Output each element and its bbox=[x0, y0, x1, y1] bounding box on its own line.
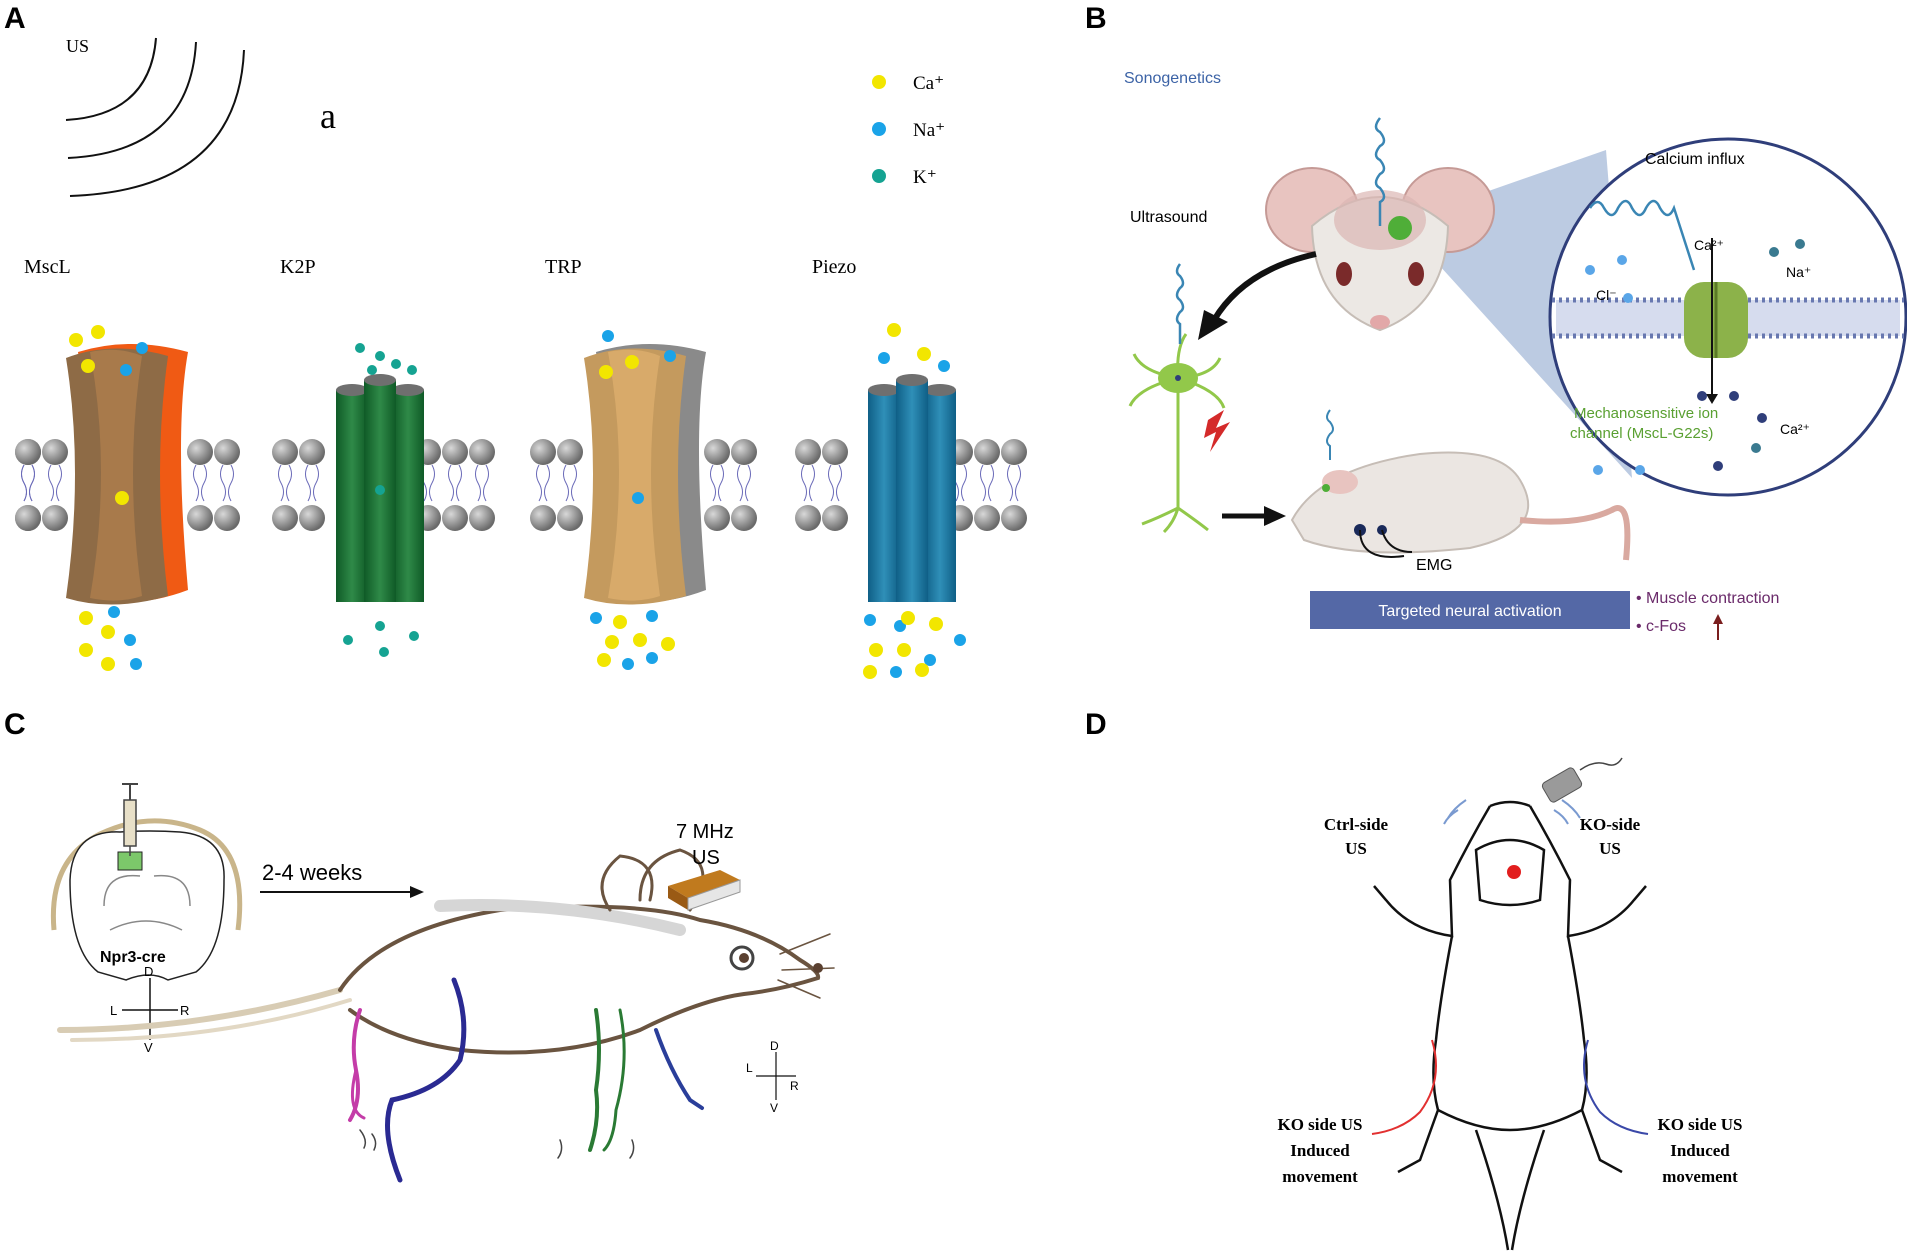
legend-ca-dot bbox=[872, 75, 886, 89]
movement-right-icon bbox=[1583, 1039, 1649, 1135]
us-label: US bbox=[66, 36, 89, 56]
movement-left-icon bbox=[1371, 1039, 1437, 1135]
ion-dots bbox=[69, 323, 966, 679]
dir-d-right: D bbox=[770, 1039, 779, 1053]
us-transducer-icon bbox=[668, 870, 741, 911]
compass-right-icon bbox=[756, 1052, 796, 1100]
ultrasound-wave-icon bbox=[1588, 199, 1696, 271]
panel-a-letter: A bbox=[4, 2, 26, 35]
legend-k-label: K⁺ bbox=[913, 167, 937, 188]
ultrasound-wave-head-icon bbox=[1374, 117, 1386, 226]
compass-left-icon bbox=[122, 978, 178, 1040]
us-label-c: US bbox=[692, 847, 720, 869]
channel-name-line1: Mechanosensitive ion bbox=[1574, 405, 1718, 422]
transducer-d-icon bbox=[1541, 757, 1623, 803]
channel-label-piezo: Piezo bbox=[812, 256, 856, 278]
piezo-channel bbox=[868, 374, 956, 602]
rat-drawing-icon bbox=[57, 848, 835, 1183]
left-movement-line3: movement bbox=[1282, 1167, 1358, 1186]
legend-k-dot bbox=[872, 169, 886, 183]
legend-na-label: Na⁺ bbox=[913, 120, 945, 141]
channel-label-trp: TRP bbox=[545, 256, 582, 278]
mscl-channel bbox=[66, 344, 188, 605]
freq-label: 7 MHz bbox=[676, 821, 734, 843]
us-waves-d-icon bbox=[1443, 799, 1581, 825]
panel-c-letter: C bbox=[4, 708, 26, 741]
target-site-icon bbox=[1507, 865, 1521, 879]
weeks-label: 2-4 weeks bbox=[262, 860, 362, 885]
npr3-cre-label: Npr3-cre bbox=[100, 949, 166, 966]
ultrasound-waves-icon bbox=[65, 37, 245, 197]
ctrl-us-label: US bbox=[1345, 839, 1367, 858]
trp-channel bbox=[584, 344, 706, 605]
targeted-activation-bar bbox=[1310, 591, 1630, 629]
channel-label-mscl: MscL bbox=[24, 256, 71, 278]
dir-d-left: D bbox=[144, 964, 153, 979]
dir-l-right: L bbox=[746, 1061, 753, 1075]
ko-side-label: KO-side bbox=[1580, 815, 1641, 834]
dir-v-right: V bbox=[770, 1101, 778, 1115]
lightning-icon bbox=[1204, 410, 1230, 452]
zoom-circle: Calcium influx Ca²⁺ Na⁺ Cl⁻ Mechanosensi… bbox=[1548, 137, 1907, 497]
na-label: Na⁺ bbox=[1786, 264, 1811, 280]
panel-d: Ctrl-side US KO-side US KO side US Induc… bbox=[1277, 757, 1743, 1251]
targeted-activation-label: Targeted neural activation bbox=[1378, 603, 1561, 620]
panel-a: US a Ca⁺ Na⁺ K⁺ MscL K2P TRP Piezo bbox=[14, 36, 1028, 679]
brain-target-icon bbox=[1388, 216, 1412, 240]
right-movement-line2: Induced bbox=[1670, 1141, 1730, 1160]
right-movement-line1: KO side US bbox=[1657, 1115, 1742, 1134]
mouse-body-icon bbox=[1290, 409, 1631, 561]
neuron-icon bbox=[1128, 333, 1226, 534]
panel-d-letter: D bbox=[1085, 708, 1107, 741]
outcome-muscle: • Muscle contraction bbox=[1636, 590, 1779, 607]
dir-v-left: V bbox=[144, 1040, 153, 1055]
left-movement-line1: KO side US bbox=[1277, 1115, 1362, 1134]
curved-arrow-icon bbox=[1211, 251, 1317, 322]
calcium-influx-label: Calcium influx bbox=[1645, 151, 1745, 168]
mouse-outline-icon bbox=[1373, 800, 1647, 1251]
ultrasound-label: Ultrasound bbox=[1130, 209, 1207, 226]
emg-label: EMG bbox=[1416, 557, 1452, 574]
k2p-channel bbox=[336, 374, 424, 602]
dir-r-left: R bbox=[180, 1003, 189, 1018]
brain-section-icon bbox=[50, 783, 243, 981]
channel-label-k2p: K2P bbox=[280, 256, 316, 278]
panel-c: Npr3-cre D V L R 2-4 weeks bbox=[50, 783, 835, 1183]
legend-na-dot bbox=[872, 122, 886, 136]
dir-l-left: L bbox=[110, 1003, 117, 1018]
panel-b-letter: B bbox=[1085, 2, 1107, 35]
legend-ca-label: Ca⁺ bbox=[913, 73, 944, 94]
outcome-cfos: • c-Fos bbox=[1636, 618, 1686, 635]
ion-legend: Ca⁺ Na⁺ K⁺ bbox=[872, 73, 945, 188]
ca-bottom-label: Ca²⁺ bbox=[1780, 421, 1810, 437]
panel-b: Sonogenetics Ultrasound Calcium influx C… bbox=[1124, 70, 1907, 640]
right-movement-line3: movement bbox=[1662, 1167, 1738, 1186]
mouse-head-icon bbox=[1265, 117, 1495, 332]
cl-label: Cl⁻ bbox=[1596, 287, 1617, 303]
ca-top-label: Ca²⁺ bbox=[1694, 237, 1724, 253]
sub-label-a: a bbox=[320, 96, 336, 136]
sonogenetics-title: Sonogenetics bbox=[1124, 70, 1221, 87]
left-movement-line2: Induced bbox=[1290, 1141, 1350, 1160]
ultrasound-wave-neuron-icon bbox=[1175, 263, 1185, 344]
dir-r-right: R bbox=[790, 1079, 799, 1093]
ctrl-side-label: Ctrl-side bbox=[1324, 815, 1389, 834]
channel-name-line2: channel (MscL-G22s) bbox=[1570, 425, 1713, 442]
ko-us-label: US bbox=[1599, 839, 1621, 858]
